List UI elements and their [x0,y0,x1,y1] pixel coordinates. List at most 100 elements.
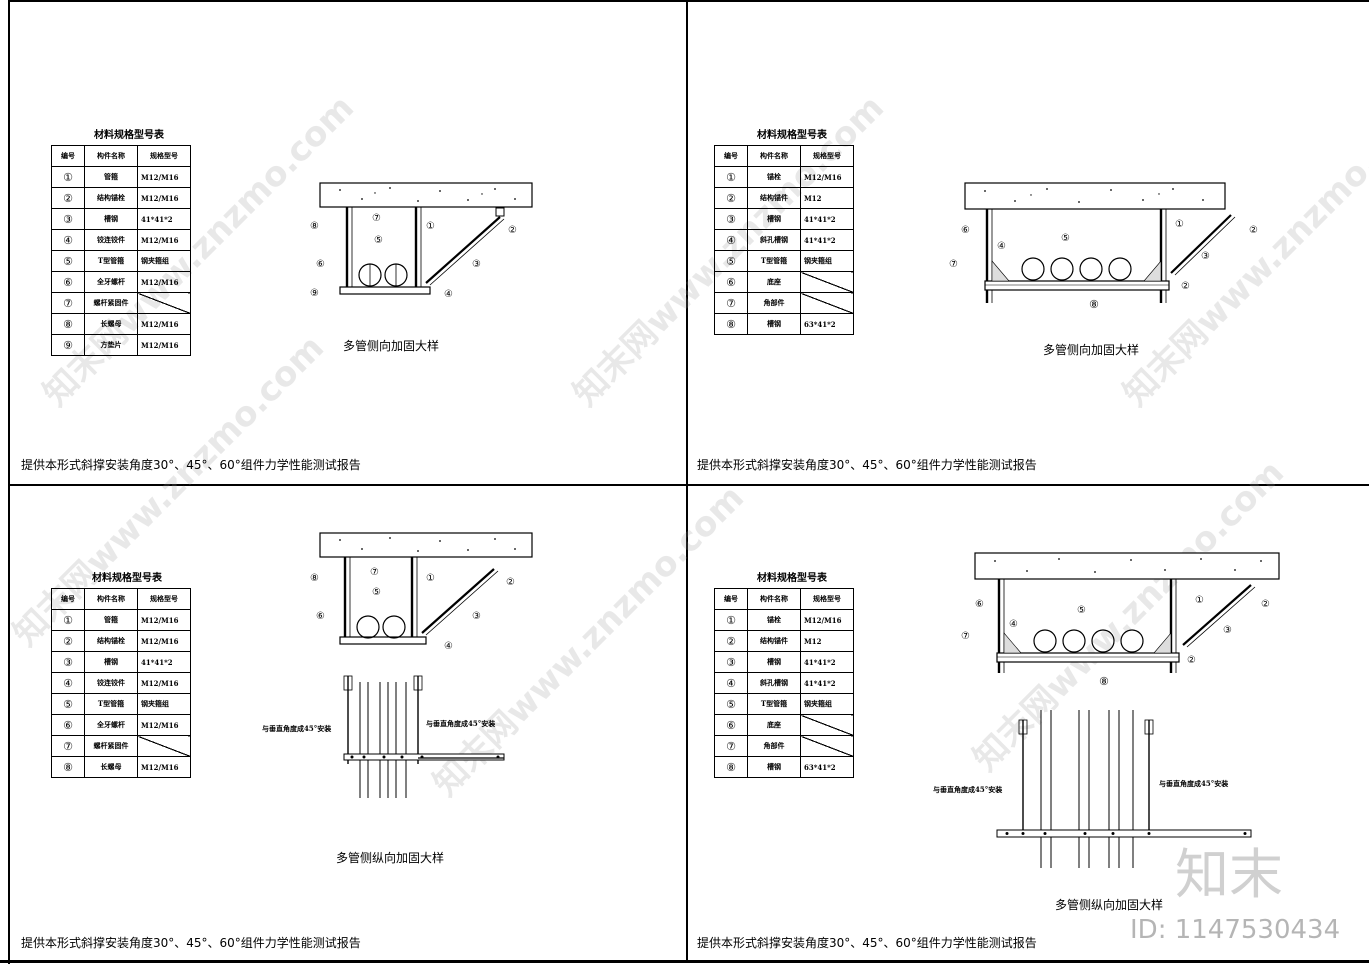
row-spec-empty [800,735,854,757]
row-spec: 41*41*2 [137,208,191,230]
header-cell: 构件名称 [84,588,138,610]
row-name: 锚栓 [747,166,801,188]
test-report-note: 提供本形式斜撑安装角度30°、45°、60°组件力学性能测试报告 [697,936,1037,950]
row-num: ④ [51,229,85,251]
row-num: ⑥ [51,714,85,736]
horizontal-divider [8,484,1369,486]
table-title: 材料规格型号表 [757,573,827,584]
row-num: ⑥ [714,271,748,293]
row-num: ⑧ [714,756,748,778]
row-name: 方垫片 [84,334,138,356]
row-spec: 钢夹箍组 [137,693,191,715]
callout-2: ② [1249,225,1258,236]
callout-7: ⑦ [949,259,958,270]
row-spec: 41*41*2 [800,672,854,694]
row-num: ⑧ [714,313,748,335]
plan-label-right: 与垂直角度成45°安装 [426,719,496,728]
callout-5: ⑤ [374,235,383,246]
row-spec: M12/M16 [137,334,191,356]
row-spec: M12/M16 [137,313,191,335]
row-name: 斜孔槽钢 [747,672,801,694]
row-num: ⑨ [51,334,85,356]
callout-2: ② [506,577,515,588]
row-spec: M12/M16 [137,271,191,293]
test-report-note: 提供本形式斜撑安装角度30°、45°、60°组件力学性能测试报告 [21,936,361,950]
lateral-bracing-detail-2: ① ② ② ③ ④ ⑤ ⑥ ⑦ [949,182,1258,303]
row-name: 槽钢 [747,208,801,230]
longitudinal-bracing-section-4: ① ② ② ③ ④ ⑤ ⑥ ⑦ [961,552,1280,673]
callout-5: ⑤ [1077,605,1086,616]
row-spec-empty [800,292,854,314]
lateral-bracing-detail-1: ① ② ③ ④ ⑤ ⑥ ⑦ ⑧ ⑨ [310,182,533,300]
row-name: T型管箍 [84,250,138,272]
row-spec: 41*41*2 [800,229,854,251]
header-cell: 构件名称 [747,145,801,167]
callout-4: ④ [444,641,453,652]
row-spec: M12/M16 [137,672,191,694]
row-num: ③ [51,651,85,673]
row-num: ② [714,630,748,652]
row-name: 结构锚栓 [84,187,138,209]
row-num: ③ [714,208,748,230]
row-name: 管箍 [84,609,138,631]
plan-label-left: 与垂直角度成45°安装 [933,785,1003,794]
row-name: 铰连铰件 [84,229,138,251]
longitudinal-plan-view-4 [996,710,1252,868]
row-num: ③ [714,651,748,673]
detail-caption: 多管侧向加固大样 [343,339,440,353]
row-name: 结构锚件 [747,187,801,209]
row-spec: M12/M16 [137,229,191,251]
callout-4: ④ [997,241,1006,252]
callout-9: ⑨ [310,288,319,299]
row-num: ⑥ [51,271,85,293]
callout-7: ⑦ [372,213,381,224]
header-cell: 编号 [51,588,85,610]
callout-3: ③ [472,611,481,622]
row-spec-empty [800,271,854,293]
row-spec: 钢夹箍组 [137,250,191,272]
header-cell: 构件名称 [84,145,138,167]
row-num: ⑥ [714,714,748,736]
row-num: ④ [51,672,85,694]
row-name: 角部件 [747,735,801,757]
row-name: 槽钢 [747,313,801,335]
row-num: ⑤ [714,693,748,715]
row-name: 槽钢 [84,651,138,673]
callout-1: ① [1195,595,1204,606]
row-num: ⑤ [51,250,85,272]
row-num: ① [51,609,85,631]
table-title: 材料规格型号表 [92,573,162,584]
row-name: 管箍 [84,166,138,188]
header-cell: 规格型号 [137,145,191,167]
table-title: 材料规格型号表 [94,130,164,141]
row-num: ④ [714,672,748,694]
callout-6: ⑥ [975,599,984,610]
row-num: ⑦ [51,735,85,757]
row-spec: M12/M16 [137,714,191,736]
test-report-note: 提供本形式斜撑安装角度30°、45°、60°组件力学性能测试报告 [21,458,361,472]
row-spec-empty [800,714,854,736]
row-name: 结构锚件 [747,630,801,652]
row-spec: M12/M16 [137,756,191,778]
row-spec: 41*41*2 [137,651,191,673]
header-cell: 编号 [51,145,85,167]
callout-5: ⑤ [372,587,381,598]
callout-2b: ② [1187,655,1196,666]
row-name: T型管箍 [747,250,801,272]
callout-4: ④ [1009,619,1018,630]
callout-5: ⑤ [1061,233,1070,244]
row-spec: M12/M16 [137,609,191,631]
row-num: ⑦ [51,292,85,314]
row-spec: M12/M16 [137,166,191,188]
row-num: ① [714,609,748,631]
row-spec: M12/M16 [137,187,191,209]
callout-2: ② [508,225,517,236]
row-name: 螺杆紧固件 [84,292,138,314]
row-name: 槽钢 [84,208,138,230]
row-spec: 41*41*2 [800,208,854,230]
row-spec: 63*41*2 [800,313,854,335]
callout-1: ① [426,221,435,232]
header-cell: 规格型号 [800,145,854,167]
